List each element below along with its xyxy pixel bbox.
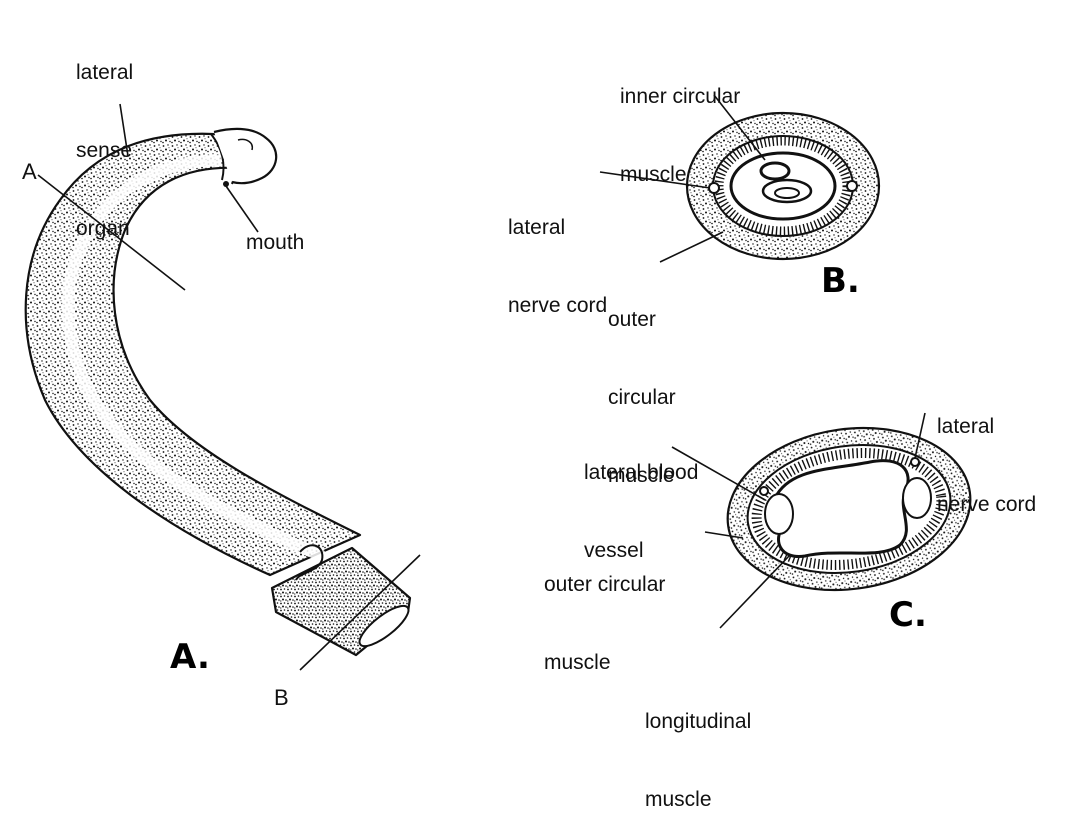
label-longitudinal-muscle: longitudinal muscle bbox=[645, 657, 751, 839]
label-inner-circular-muscle-line-1: inner circular bbox=[620, 84, 740, 110]
label-inner-circular-muscle: inner circular muscle bbox=[620, 32, 740, 214]
section-b-gut-upper bbox=[761, 163, 789, 179]
label-lateral-sense-organ-line-1: lateral bbox=[76, 60, 133, 86]
label-outer-circular-muscle-b-line-1: outer bbox=[608, 307, 676, 333]
label-lateral-blood-vessel-line-1: lateral blood bbox=[584, 460, 698, 486]
label-section-a: A bbox=[22, 160, 37, 184]
section-c-nerve-cord-left bbox=[760, 487, 768, 495]
panel-label-c: C. bbox=[889, 596, 927, 634]
label-longitudinal-muscle-line-1: longitudinal bbox=[645, 709, 751, 735]
section-c-drawing bbox=[672, 413, 981, 628]
label-lateral-nerve-cord-b: lateral nerve cord bbox=[508, 163, 607, 345]
label-lateral-nerve-cord-c: lateral nerve cord bbox=[937, 362, 1036, 544]
label-lateral-nerve-cord-c-line-1: lateral bbox=[937, 414, 1036, 440]
section-b-nerve-cord-right bbox=[847, 181, 857, 191]
label-lateral-nerve-cord-b-line-1: lateral bbox=[508, 215, 607, 241]
label-section-b: B bbox=[274, 686, 289, 710]
label-outer-circular-muscle-c-line-1: outer circular bbox=[544, 572, 665, 598]
section-c-blood-vessel-right bbox=[903, 478, 931, 518]
panel-label-a: A. bbox=[170, 638, 210, 676]
label-lateral-sense-organ-line-3: organ bbox=[76, 216, 133, 242]
panel-label-b: B. bbox=[821, 262, 860, 300]
label-lateral-nerve-cord-b-line-2: nerve cord bbox=[508, 293, 607, 319]
label-lateral-sense-organ: lateral sense organ bbox=[76, 8, 133, 268]
label-mouth: mouth bbox=[246, 230, 304, 256]
leader-mouth bbox=[226, 186, 258, 232]
label-inner-circular-muscle-line-2: muscle bbox=[620, 162, 740, 188]
label-longitudinal-muscle-line-2: muscle bbox=[645, 787, 751, 813]
section-c-blood-vessel-left bbox=[765, 494, 793, 534]
label-lateral-sense-organ-line-2: sense bbox=[76, 138, 133, 164]
section-b-gut-lumen bbox=[775, 188, 799, 198]
label-lateral-nerve-cord-c-line-2: nerve cord bbox=[937, 492, 1036, 518]
section-c-nerve-cord-right bbox=[911, 458, 919, 466]
